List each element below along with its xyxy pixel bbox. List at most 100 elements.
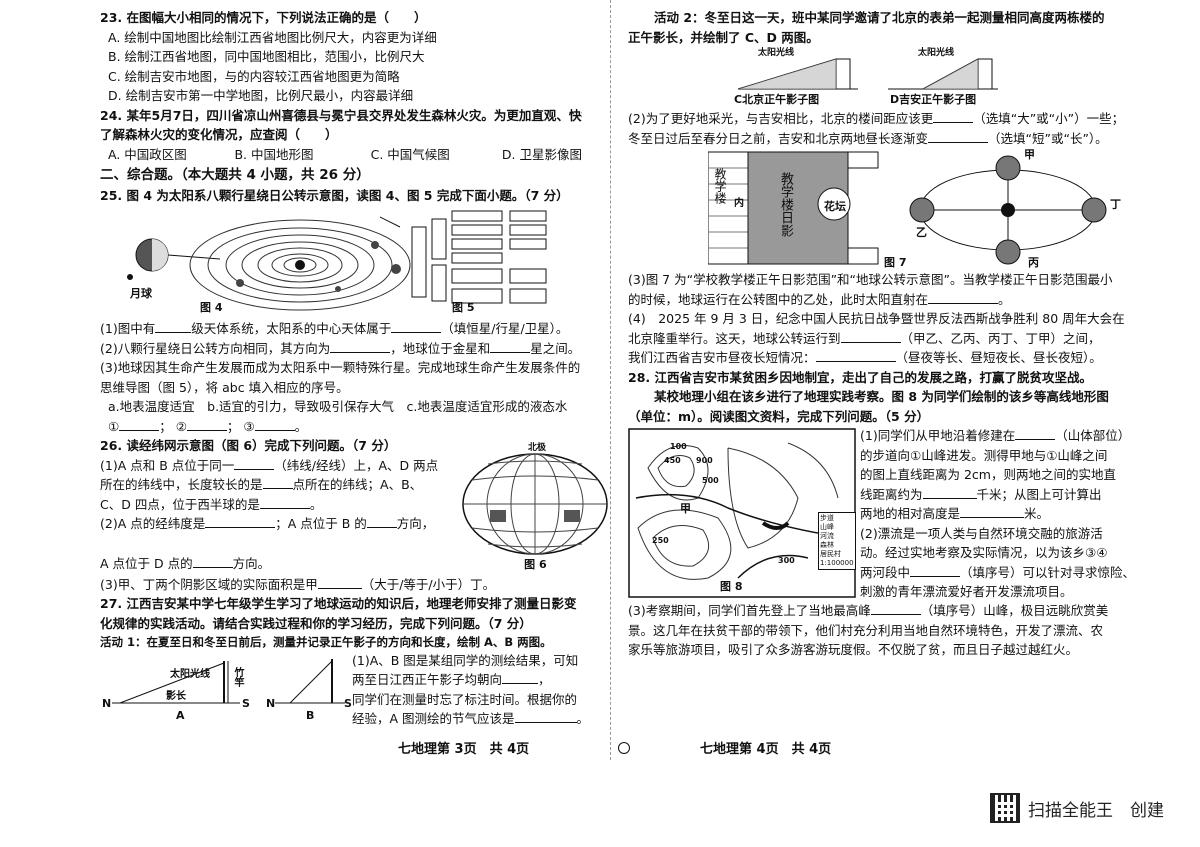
q27-part4: (4) 2025 年 9 月 3 日，纪念中国人民抗日战争暨世界反法西斯战争胜利… — [628, 311, 1125, 326]
right-page-footer: 七地理第 4页 共 4页 — [700, 742, 832, 757]
q25-part1: (1)图中有级天体系统，太阳系的中心天体属于（填恒星/行星/卫星）。 — [100, 320, 569, 336]
bamboo-pole-label: 竹竿 — [232, 666, 243, 687]
fig-c-d-area: 太阳光线 太阳光线 C北京正午影子图 D吉安正午影子图 — [628, 47, 1145, 109]
q27-answer-blank[interactable] — [502, 671, 539, 684]
q24-option-a: A. 中国政区图 — [108, 146, 187, 162]
fig8-caption: 图 8 — [720, 580, 743, 593]
fig7-garden-label: 花坛 — [824, 200, 846, 213]
q24-option-c: C. 中国气候图 — [370, 146, 450, 162]
q25-stem: 25. 图 4 为太阳系八颗行星绕日公转示意图，读图 4、图 5 完成下面小题。… — [100, 187, 569, 203]
fig4-caption: 图 4 — [200, 301, 223, 314]
fig8-contour-label: 500 — [702, 476, 719, 485]
q28-stem: 28. 江西省吉安市某贫困乡因地制宜，走出了自己的发展之路，打赢了脱贫攻坚战。 — [628, 369, 1092, 385]
fig-a-caption: A — [176, 708, 185, 722]
fig8-contour-label: 250 — [652, 536, 669, 545]
q26-stem: 26. 读经纬网示意图（图 6）完成下列问题。（7 分） — [100, 438, 397, 453]
sun-ray-label-d: 太阳光线 — [918, 48, 955, 58]
q26-part3: (3)甲、丁两个阴影区域的实际面积是甲（大于/等于/小于）丁。 — [100, 576, 496, 592]
fig7-caption: 图 7 — [884, 256, 907, 269]
fig7-jia-label: 甲 — [1024, 148, 1035, 161]
q26-part1-cont: 所在的纬线中，长度较长的是点所在的纬线；A、B、 — [100, 476, 423, 492]
q28-stem-cont: 某校地理小组在该乡进行了地理实践考察。图 8 为同学们绘制的该乡等高线地形图 — [654, 389, 1109, 404]
north-n-label: N — [102, 696, 112, 710]
q28-part3: (3)考察期间，同学们首先登上了当地最高峰（填序号）山峰，极目远眺欣赏美 — [628, 602, 1109, 618]
q25-fill-blank[interactable] — [119, 418, 160, 431]
q26-answer-blank[interactable] — [234, 457, 275, 470]
q27-answer-blank[interactable] — [928, 291, 999, 304]
fig8-contour-label: 300 — [778, 556, 795, 565]
qr-code-icon — [990, 793, 1020, 823]
fig7-yi-label: 乙 — [916, 226, 927, 239]
fig8-contour-map — [628, 428, 856, 598]
fig-c-caption: C北京正午影子图 — [734, 93, 820, 106]
q28-answer-blank[interactable] — [910, 564, 961, 577]
fig8-legend: 步道 山峰 河流 森林 居民村 1:100000 — [818, 512, 856, 570]
q23-option-c: C. 绘制吉安市地图，与的内容较江西省地图更为简略 — [108, 68, 400, 84]
section-2-heading: 二、综合题。（本大题共 4 小题，共 26 分） — [100, 167, 370, 183]
q23-option-d: D. 绘制吉安市第一中学地图，比例尺最小，内容最详细 — [108, 88, 414, 103]
fig4-fig5-area: 月球 图 4 图 5 — [100, 207, 582, 317]
fig7-bing-label: 丙 — [1028, 256, 1039, 269]
q27-answer-blank[interactable] — [840, 330, 901, 343]
q25-part2: (2)八颗行星绕日公转方向相同，其方向为，地球位于金星和星之间。 — [100, 340, 581, 356]
fig7-ding-label: 丁 — [1110, 198, 1121, 211]
q27-part4-end: 我们江西省吉安市昼夜长短情况：（昼夜等长、昼短夜长、昼长夜短）。 — [628, 349, 1102, 365]
q27-part4-cont: 北京隆重举行。这天，地球公转运行到（甲乙、乙丙、丙丁、丁甲）之间， — [628, 330, 1101, 346]
fig-d-caption: D吉安正午影子图 — [890, 93, 977, 106]
fig5-mind-map — [411, 210, 547, 304]
fig8-contour-label: 100 — [670, 442, 687, 451]
page-divider — [610, 0, 611, 760]
q27-stem: 27. 江西吉安某中学七年级学生学习了地球运动的知识后，地理老师安排了测量日影变 — [100, 596, 577, 611]
activity2-text-cont: 正午影长，并绘制了 C、D 两图。 — [628, 29, 819, 45]
q26-answer-blank[interactable] — [366, 515, 397, 528]
fig7-building-label: 教学楼 — [713, 168, 727, 204]
q25-fill-blank[interactable] — [186, 418, 227, 431]
q27-answer-blank[interactable] — [815, 349, 896, 362]
q26-part2-cont: A 点位于 D 点的方向。 图 6 — [100, 555, 547, 571]
fig7-diagram — [708, 151, 1107, 265]
q28-part3-cont: 景。这几年在扶贫干部的带领下，他们村充分利用当地自然环境特色，开发了漂流、农 — [628, 622, 1104, 638]
q28-answer-blank[interactable] — [960, 505, 1025, 518]
q28-block: 100 450 900 500 250 300 甲 步道 山峰 河流 森林 居民… — [628, 426, 1145, 601]
fig7-shadow-label: 教学楼日影 — [778, 172, 793, 237]
q28-answer-blank[interactable] — [1015, 427, 1056, 440]
q25-answer-blank[interactable] — [155, 320, 192, 333]
q25-part3-cont: 思维导图（图 5），将 abc 填入相应的序号。 — [100, 379, 349, 395]
q27-answer-blank[interactable] — [514, 710, 577, 723]
q27-answer-blank[interactable] — [933, 110, 974, 123]
right-page: 活动 2：冬至日这一天，班中某同学邀请了北京的表弟一起测量相同高度两栋楼的 正午… — [600, 0, 1200, 847]
fig7-area: 教学楼 内 教学楼日影 花坛 甲 乙 丙 丁 图 7 — [628, 148, 1145, 270]
fig4-solar-system-diagram — [127, 216, 411, 311]
q28-stem-end: （单位：m）。阅读图文资料，完成下列问题。（5 分） — [628, 408, 930, 424]
activity2-text: 活动 2：冬至日这一天，班中某同学邀请了北京的表弟一起测量相同高度两栋楼的 — [654, 10, 1105, 25]
q25-answer-blank[interactable] — [391, 320, 442, 333]
q26-answer-blank[interactable] — [259, 496, 310, 509]
q27-part1: (1)A、B 图是某组同学的测绘结果，可知 两至日江西正午影子均朝向， 同学们在… — [352, 652, 590, 727]
q27-stem-cont: 化规律的实践活动。请结合实践过程和你的学习经历，完成下列问题。（7 分） — [100, 615, 532, 631]
left-page-footer: 七地理第 3页 共 4页 — [398, 742, 530, 757]
q25-answer-blank[interactable] — [330, 340, 391, 353]
fig6-graticule-globe — [462, 453, 608, 555]
q23-option-a: A. 绘制中国地图比绘制江西省地图比例尺大，内容更为详细 — [108, 29, 437, 45]
q25-answer-blank[interactable] — [490, 340, 531, 353]
q25-options: a.地表温度适宜 b.适宜的引力，导致吸引保存大气 c.地表温度适宜形成的液态水 — [108, 399, 568, 414]
q26-part2: (2)A 点的经纬度是；A 点位于 B 的方向， — [100, 515, 435, 531]
fig5-caption: 图 5 — [452, 301, 475, 314]
q26-answer-blank[interactable] — [192, 555, 233, 568]
shadow-length-label: 影长 — [166, 690, 186, 702]
q27-part2-cont: 冬至日过后至春分日之前，吉安和北京两地昼长逐渐变（选填“短”或“长”）。 — [628, 130, 1108, 146]
q27-answer-blank[interactable] — [928, 130, 989, 143]
q24-stem-cont: 了解森林火灾的变化情况，应查阅（ ） — [100, 127, 338, 142]
q28-answer-blank[interactable] — [870, 602, 921, 615]
q27-part3-cont: 的时候，地球运行在公转图中的乙处，此时太阳直射在。 — [628, 291, 1011, 307]
q25-fill-row: ①； ②； ③。 — [108, 418, 308, 434]
scanner-app-label: 扫描全能王 创建 — [1028, 800, 1164, 821]
q28-answer-blank[interactable] — [922, 486, 977, 499]
q26-answer-blank[interactable] — [262, 476, 293, 489]
q26-answer-blank[interactable] — [205, 515, 276, 528]
q25-fill-blank[interactable] — [254, 418, 295, 431]
q26-answer-blank[interactable] — [317, 576, 362, 589]
q28-part3-end: 家乐等旅游项目，吸引了众多游客游玩度假。不仅脱了贫，而且日子越过越红火。 — [628, 642, 1079, 657]
fig6-north-label: 北极 — [528, 443, 547, 453]
fig8-contour-label: 450 — [664, 456, 681, 465]
